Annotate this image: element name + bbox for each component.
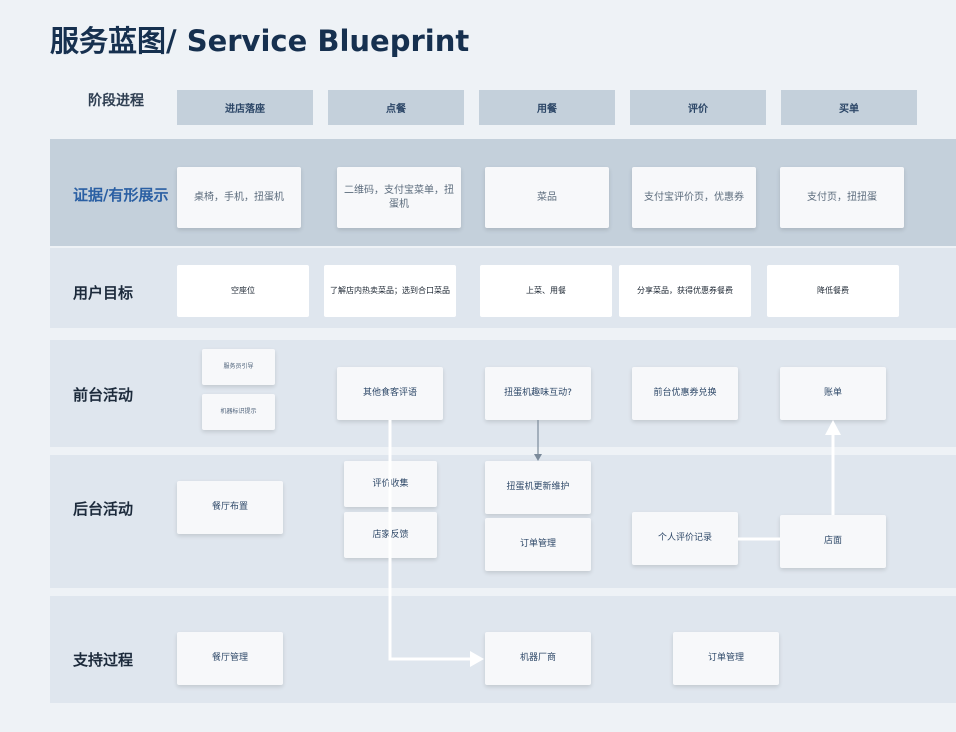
connector-reviews-to-vendor — [388, 420, 471, 661]
page-title: 服务蓝图/ Service Blueprint — [50, 24, 470, 58]
front-card-waiter-guide[interactable]: 服务员引导 — [202, 349, 275, 385]
goal-card-dining[interactable]: 上菜、用餐 — [480, 265, 612, 317]
arrowhead-vendor — [470, 651, 484, 667]
row-label-evidence: 证据/有形展示 — [73, 186, 169, 204]
goal-card-review[interactable]: 分享菜品，获得优惠券餐费 — [619, 265, 751, 317]
stage-row-label: 阶段进程 — [88, 93, 144, 109]
back-card-layout[interactable]: 餐厅布置 — [177, 481, 283, 534]
front-card-gacha-fun[interactable]: 扭蛋机趣味互动? — [485, 367, 591, 420]
evidence-card-payment[interactable]: 支付页，扭扭蛋 — [780, 167, 904, 228]
arrowhead-gacha-update — [534, 454, 542, 461]
evidence-card-seating[interactable]: 桌椅，手机，扭蛋机 — [177, 167, 301, 228]
back-card-gacha-update[interactable]: 扭蛋机更新维护 — [485, 461, 591, 514]
goal-card-seating[interactable]: 空座位 — [177, 265, 309, 317]
evidence-card-ordering[interactable]: 二维码，支付宝菜单，扭蛋机 — [337, 167, 461, 228]
row-label-support: 支持过程 — [73, 651, 134, 669]
row-label-frontstage: 前台活动 — [73, 386, 134, 404]
row-label-backstage: 后台活动 — [73, 500, 134, 518]
evidence-card-review[interactable]: 支付宝评价页，优惠券 — [632, 167, 756, 228]
evidence-card-dining[interactable]: 菜品 — [485, 167, 609, 228]
stage-ordering[interactable]: 点餐 — [328, 90, 464, 125]
back-card-store[interactable]: 店面 — [780, 515, 886, 568]
front-card-other-reviews[interactable]: 其他食客评语 — [337, 367, 443, 420]
front-card-bill[interactable]: 账单 — [780, 367, 886, 420]
back-card-order-mgmt[interactable]: 订单管理 — [485, 518, 591, 571]
front-card-machine-hint[interactable]: 机器标识提示 — [202, 394, 275, 430]
stage-payment[interactable]: 买单 — [781, 90, 917, 125]
arrowhead-bill — [825, 420, 841, 435]
stage-seating[interactable]: 进店落座 — [177, 90, 313, 125]
front-card-coupon-redeem[interactable]: 前台优惠券兑换 — [632, 367, 738, 420]
support-card-order-mgmt[interactable]: 订单管理 — [673, 632, 779, 685]
stage-review[interactable]: 评价 — [630, 90, 766, 125]
row-label-user-goal: 用户目标 — [73, 284, 134, 302]
goal-card-ordering[interactable]: 了解店内热卖菜品；选到合口菜品 — [324, 265, 456, 317]
back-card-personal-reviews[interactable]: 个人评价记录 — [632, 512, 738, 565]
goal-card-payment[interactable]: 降低餐费 — [767, 265, 899, 317]
stage-dining[interactable]: 用餐 — [479, 90, 615, 125]
support-card-vendor[interactable]: 机器厂商 — [485, 632, 591, 685]
support-card-restaurant-mgmt[interactable]: 餐厅管理 — [177, 632, 283, 685]
